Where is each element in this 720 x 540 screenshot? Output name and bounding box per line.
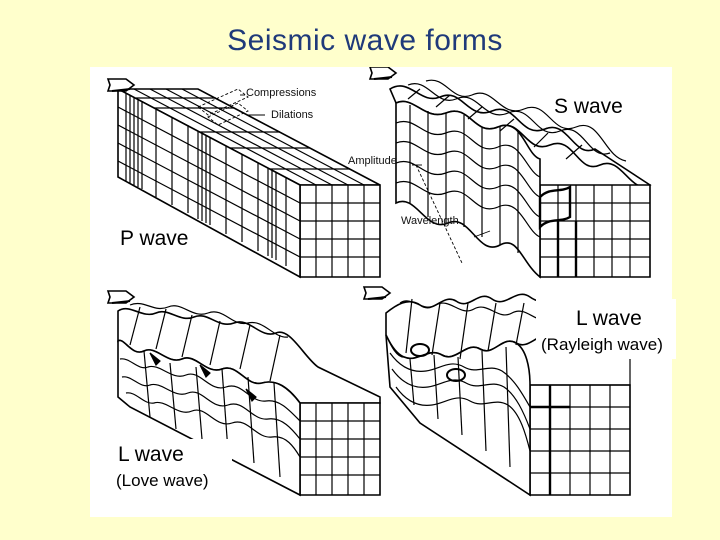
rayleigh-wave-sublabel: (Rayleigh wave): [541, 335, 663, 354]
s-wave-block: [368, 67, 652, 279]
dilations-annotation: Dilations: [271, 109, 314, 121]
love-label-box: [110, 439, 232, 499]
rayleigh-wave-label: L wave: [576, 307, 642, 330]
s-wave-label: S wave: [554, 95, 623, 118]
love-wave-block: [106, 290, 381, 497]
wavelength-annotation: Wavelength: [401, 215, 459, 227]
rayleigh-label-box: [536, 299, 676, 359]
love-wave-label: L wave: [118, 443, 184, 466]
compressions-annotation: Compressions: [246, 87, 317, 99]
p-wave-label: P wave: [120, 227, 189, 250]
p-wave-block: [106, 78, 381, 279]
seismic-illustration: [106, 67, 652, 497]
page-title: Seismic wave forms: [227, 24, 503, 57]
amplitude-annotation: Amplitude: [348, 155, 397, 167]
seismic-figure: Compressions Dilations Amplitude Wavelen…: [90, 67, 676, 517]
love-wave-sublabel: (Love wave): [116, 471, 209, 490]
